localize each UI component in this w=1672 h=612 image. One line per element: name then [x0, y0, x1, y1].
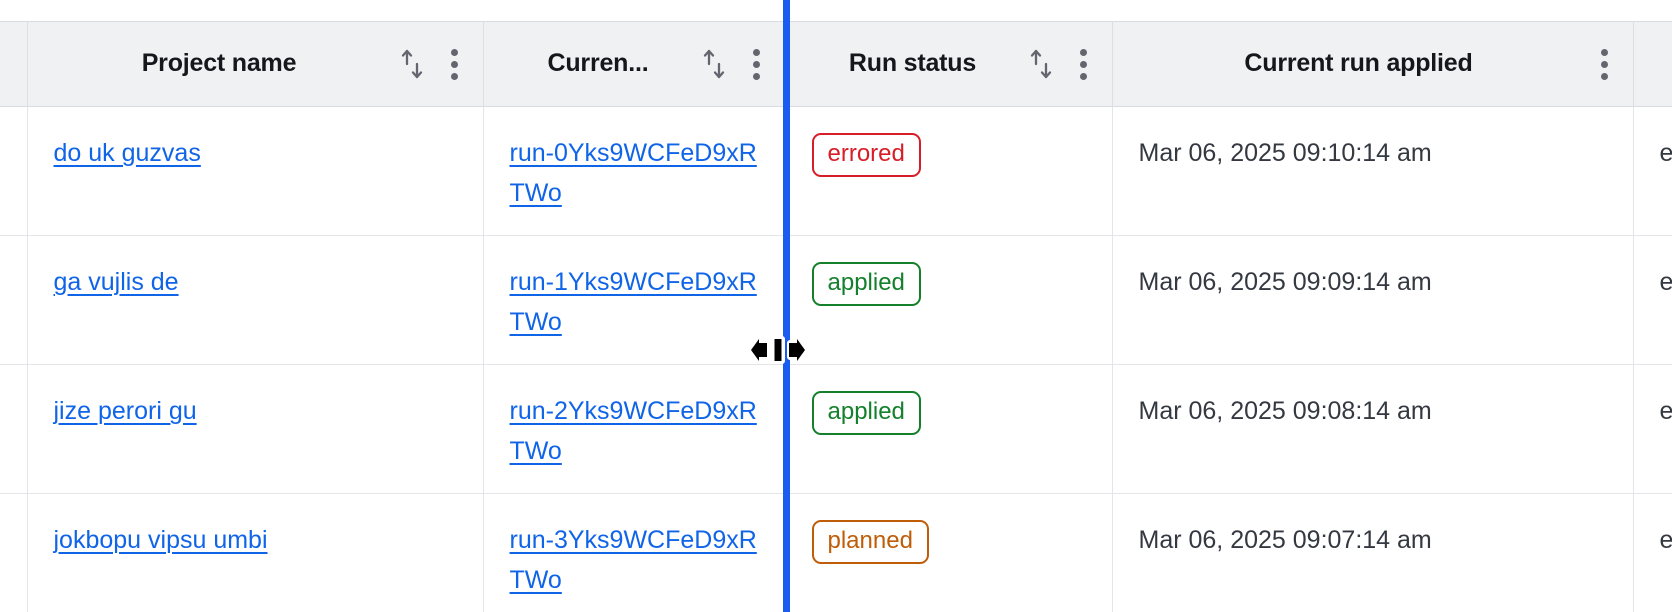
cell-next: e	[1633, 235, 1672, 365]
column-header-current-run-applied[interactable]: Current run applied	[1112, 21, 1634, 107]
column-header-next[interactable]: V	[1633, 21, 1672, 107]
table-body: do uk guzvas run-0Yks9WCFeD9xRTWo errore…	[0, 106, 1672, 612]
cell-run-status: applied	[785, 235, 1113, 365]
next-column-value: e	[1659, 526, 1672, 554]
cell-next: e	[1633, 106, 1672, 236]
column-header-label-project-name: Project name	[141, 50, 297, 78]
column-header-label-current-run-applied: Current run applied	[1244, 50, 1473, 78]
kebab-menu-icon[interactable]	[1072, 47, 1096, 81]
row-select-cell[interactable]	[0, 106, 28, 236]
row-select-cell[interactable]	[0, 364, 28, 494]
header-row: Project name	[0, 21, 1672, 107]
column-header-select[interactable]	[0, 21, 28, 107]
column-header-current-run[interactable]: Curren...	[483, 21, 786, 107]
sort-icon[interactable]	[701, 47, 727, 81]
sort-icon[interactable]	[399, 47, 425, 81]
sort-icon[interactable]	[1028, 47, 1054, 81]
project-name-link[interactable]: jokbopu vipsu umbi	[53, 526, 268, 554]
status-badge: applied	[811, 262, 921, 306]
cell-current-run: run-2Yks9WCFeD9xRTWo	[483, 364, 786, 494]
header-actions-run-status	[1028, 47, 1096, 81]
header-actions-project-name	[399, 47, 467, 81]
project-name-link[interactable]: do uk guzvas	[53, 139, 201, 167]
kebab-menu-icon[interactable]	[745, 47, 769, 81]
table-row[interactable]: jize perori gu run-2Yks9WCFeD9xRTWo appl…	[0, 364, 1672, 494]
table-row[interactable]: ga vujlis de run-1Yks9WCFeD9xRTWo applie…	[0, 235, 1672, 365]
cell-project-name: ga vujlis de	[27, 235, 484, 365]
current-run-link[interactable]: run-0Yks9WCFeD9xRTWo	[509, 139, 757, 207]
run-applied-timestamp: Mar 06, 2025 09:08:14 am	[1138, 397, 1432, 425]
run-applied-timestamp: Mar 06, 2025 09:10:14 am	[1138, 139, 1432, 167]
next-column-value: e	[1659, 268, 1672, 296]
cell-run-status: errored	[785, 106, 1113, 236]
kebab-menu-icon[interactable]	[443, 47, 467, 81]
current-run-link[interactable]: run-3Yks9WCFeD9xRTWo	[509, 526, 757, 594]
cell-current-run-applied: Mar 06, 2025 09:08:14 am	[1112, 364, 1634, 494]
header-actions-current-run	[701, 47, 769, 81]
table-row[interactable]: jokbopu vipsu umbi run-3Yks9WCFeD9xRTWo …	[0, 493, 1672, 612]
cell-project-name: jokbopu vipsu umbi	[27, 493, 484, 612]
run-applied-timestamp: Mar 06, 2025 09:07:14 am	[1138, 526, 1432, 554]
cell-project-name: do uk guzvas	[27, 106, 484, 236]
row-select-cell[interactable]	[0, 493, 28, 612]
kebab-menu-icon[interactable]	[1593, 47, 1617, 81]
project-name-link[interactable]: jize perori gu	[53, 397, 197, 425]
cell-next: e	[1633, 364, 1672, 494]
cell-current-run-applied: Mar 06, 2025 09:09:14 am	[1112, 235, 1634, 365]
table-header: Project name	[0, 21, 1672, 107]
cell-current-run-applied: Mar 06, 2025 09:10:14 am	[1112, 106, 1634, 236]
header-actions-current-run-applied	[1593, 47, 1617, 81]
cell-current-run: run-3Yks9WCFeD9xRTWo	[483, 493, 786, 612]
next-column-value: e	[1659, 397, 1672, 425]
project-name-link[interactable]: ga vujlis de	[53, 268, 179, 296]
status-badge: applied	[811, 391, 921, 435]
current-run-link[interactable]: run-2Yks9WCFeD9xRTWo	[509, 397, 757, 465]
column-header-label-next: V	[1660, 50, 1672, 78]
cell-project-name: jize perori gu	[27, 364, 484, 494]
cell-next: e	[1633, 493, 1672, 612]
table-scroll-container[interactable]: Project name	[0, 21, 1672, 612]
next-column-value: e	[1659, 139, 1672, 167]
current-run-link[interactable]: run-1Yks9WCFeD9xRTWo	[509, 268, 757, 336]
cell-run-status: applied	[785, 364, 1113, 494]
column-header-project-name[interactable]: Project name	[27, 21, 484, 107]
column-header-label-run-status: Run status	[848, 50, 977, 78]
cell-current-run: run-0Yks9WCFeD9xRTWo	[483, 106, 786, 236]
projects-table: Project name	[0, 21, 1672, 612]
cell-run-status: planned	[785, 493, 1113, 612]
column-header-label-current-run: Curren...	[547, 50, 649, 78]
row-select-cell[interactable]	[0, 235, 28, 365]
table-row[interactable]: do uk guzvas run-0Yks9WCFeD9xRTWo errore…	[0, 106, 1672, 236]
status-badge: planned	[811, 520, 929, 564]
cell-current-run-applied: Mar 06, 2025 09:07:14 am	[1112, 493, 1634, 612]
cell-current-run: run-1Yks9WCFeD9xRTWo	[483, 235, 786, 365]
status-badge: errored	[811, 133, 921, 177]
column-header-run-status[interactable]: Run status	[785, 21, 1113, 107]
run-applied-timestamp: Mar 06, 2025 09:09:14 am	[1138, 268, 1432, 296]
